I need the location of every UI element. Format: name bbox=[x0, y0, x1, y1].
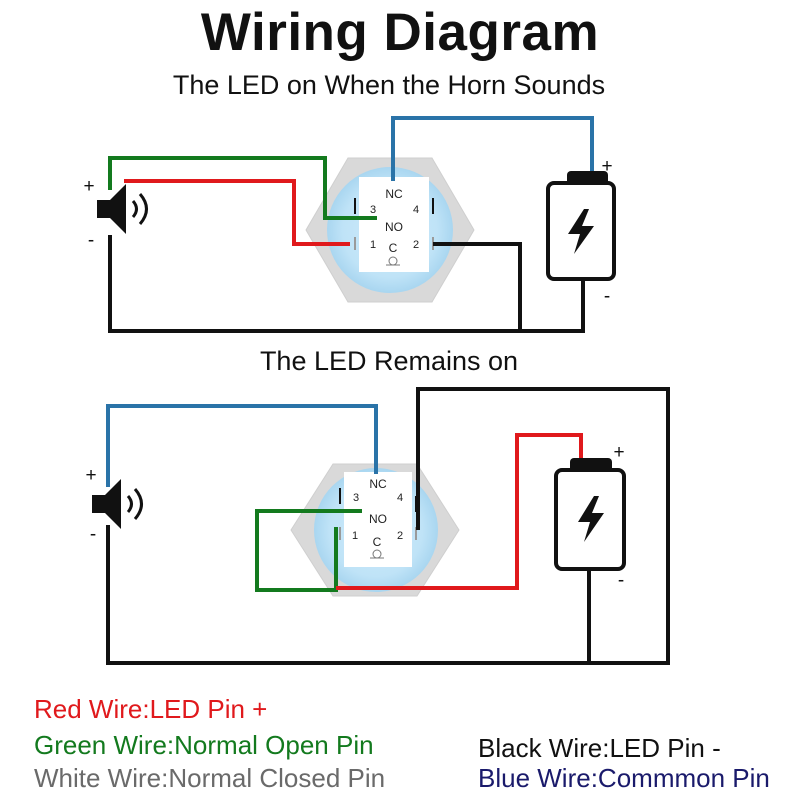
diagram2-red-wire bbox=[336, 433, 583, 590]
diagram1-black-return-wire bbox=[108, 235, 585, 333]
switch-pin-2: 2 bbox=[397, 530, 403, 542]
legend-black-wire: Black Wire:LED Pin - bbox=[478, 733, 721, 763]
switch-label-c: C bbox=[389, 241, 398, 255]
diagram2-battery-minus: - bbox=[618, 570, 624, 591]
switch-label-nc: NC bbox=[385, 187, 403, 201]
diagram1-blue-wire bbox=[391, 116, 594, 181]
diagram2-black-loop-wire bbox=[106, 387, 670, 665]
switch-label-c: C bbox=[373, 535, 382, 549]
diagram2-battery-plus: + bbox=[613, 442, 624, 463]
diagram1-switch: NC NO C 3 4 1 2 bbox=[305, 157, 475, 303]
diagram2-horn-minus: - bbox=[90, 524, 96, 545]
diagram2-green-wire bbox=[255, 509, 362, 592]
legend-green-wire: Green Wire:Normal Open Pin bbox=[34, 730, 374, 760]
diagram1-subtitle: The LED on When the Horn Sounds bbox=[172, 70, 606, 100]
switch-face bbox=[344, 472, 412, 567]
legend-red-wire: Red Wire:LED Pin + bbox=[34, 694, 268, 724]
switch-pin-1: 1 bbox=[370, 239, 376, 251]
lamp-symbol-icon bbox=[370, 549, 384, 559]
diagram2: NC NO C 3 4 1 2 + - bbox=[85, 387, 670, 665]
switch-face bbox=[359, 177, 429, 272]
diagram1-battery-plus: + bbox=[601, 156, 612, 177]
diagram1-battery-icon bbox=[546, 171, 616, 281]
diagram2-battery-icon bbox=[554, 458, 626, 571]
switch-label-no: NO bbox=[369, 512, 387, 526]
diagram1: NC NO C 3 4 1 2 + - bbox=[83, 116, 616, 333]
diagram1-horn-minus: - bbox=[88, 230, 94, 251]
switch-pin-4: 4 bbox=[397, 492, 403, 504]
switch-pin-3: 3 bbox=[370, 204, 376, 216]
switch-pin-4: 4 bbox=[413, 204, 419, 216]
lightning-bolt-icon bbox=[578, 496, 604, 542]
switch-label-nc: NC bbox=[369, 477, 387, 491]
diagram1-green-wire bbox=[108, 156, 377, 220]
lamp-symbol-icon bbox=[386, 256, 400, 266]
diagram2-subtitle: The LED Remains on bbox=[259, 346, 519, 376]
switch-pin-1: 1 bbox=[352, 530, 358, 542]
legend-blue-wire: Blue Wire:Commmon Pin bbox=[478, 763, 770, 793]
legend-white-wire: White Wire:Normal Closed Pin bbox=[34, 763, 386, 793]
diagram2-switch: NC NO C 3 4 1 2 bbox=[290, 463, 460, 597]
switch-pin-3: 3 bbox=[353, 492, 359, 504]
lightning-bolt-icon bbox=[568, 209, 594, 254]
diagram1-horn-speaker-icon bbox=[97, 184, 148, 234]
diagram2-horn-speaker-icon bbox=[92, 479, 143, 529]
switch-label-no: NO bbox=[385, 220, 403, 234]
diagram2-blue-wire bbox=[106, 404, 378, 487]
diagram1-horn-plus: + bbox=[83, 176, 94, 197]
diagram1-battery-minus: - bbox=[604, 286, 610, 307]
diagram1-red-wire bbox=[124, 179, 350, 246]
diagram2-horn-plus: + bbox=[85, 465, 96, 486]
switch-pin-2: 2 bbox=[413, 239, 419, 251]
diagram1-black-led-wire bbox=[433, 242, 522, 331]
diagram-title: Wiring Diagram bbox=[200, 3, 600, 62]
